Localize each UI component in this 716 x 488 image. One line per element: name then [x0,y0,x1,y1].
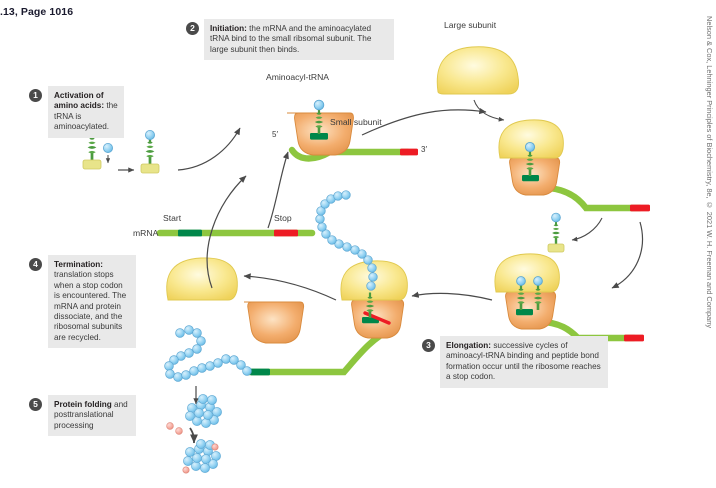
step-2-heading: Initiation: [210,24,247,33]
step-3-box: Elongation: successive cycles of aminoac… [440,336,608,388]
copyright-credit: Nelson & Cox, Lehninger Principles of Bi… [705,16,714,329]
step-4-bullet: 4 [29,258,42,271]
step-3-bullet: 3 [422,339,435,352]
folded-protein-bottom [182,439,221,474]
start-codon-initiation [310,133,328,140]
step-5-heading: Protein folding [54,400,112,409]
figure-title: 7.13, Page 1016 [0,6,74,18]
released-polypeptide [164,325,252,382]
folded-protein-top [185,394,222,428]
step-2-body: the mRNA and the aminoacylated tRNA bind… [210,24,372,54]
amino-acid-circle [103,142,114,153]
label-mrna: mRNA [133,228,159,238]
translating-ribosome-center [244,190,408,376]
free-small-subunit-termination [244,301,305,344]
dissociated-subunits [166,257,305,344]
step-4-heading: Termination: [54,260,103,269]
start-codon-free-mrna [178,229,202,237]
step-5-bullet: 5 [29,398,42,411]
step-5-body: and posttranslational processing [54,400,128,430]
step-1-body: the tRNA is aminoacylated. [54,101,118,132]
step-1-box: Activation of amino acids: the tRNA is a… [48,86,124,138]
label-five-prime: 5′ [272,130,278,139]
stop-codon-initiation [400,148,418,156]
free-mrna-strand [156,229,316,237]
label-stop-codon: Stop [274,213,292,223]
free-trna-glyph [82,131,102,170]
step-3-body: successive cycles of aminoacyl-tRNA bind… [446,341,601,382]
modification-group [175,427,183,435]
step-4-box: Termination: translation stops when a st… [48,255,136,349]
step-1-bullet: 1 [29,89,42,102]
aminoacyl-trna-glyph-step1 [140,130,160,174]
step-3-heading: Elongation: [446,341,492,350]
step-2-box: Initiation: the mRNA and the aminoacylat… [204,19,394,61]
modification-group [166,422,174,430]
label-large-subunit: Large subunit [444,20,497,30]
label-aminoacyl-trna: Aminoacyl-tRNA [266,72,330,82]
stop-codon-free-mrna [274,229,298,237]
step-1-heading: Activation of amino acids: [54,91,105,111]
incoming-aminoacyl-trna [547,212,565,253]
large-subunit-free [436,46,519,95]
label-three-prime: 3′ [421,145,427,154]
growing-polypeptide [315,190,378,291]
assembled-ribosome [498,119,650,212]
free-large-subunit-termination [166,257,238,301]
step-5-box: Protein folding and posttranslational pr… [48,395,136,437]
elongating-ribosome-right [494,253,644,342]
label-small-subunit: Small subunit [330,117,382,127]
step-4-body: translation stops when a stop codon is e… [54,270,127,342]
label-start-codon: Start [163,213,182,223]
step-2-bullet: 2 [186,22,199,35]
initiation-complex [287,99,418,162]
